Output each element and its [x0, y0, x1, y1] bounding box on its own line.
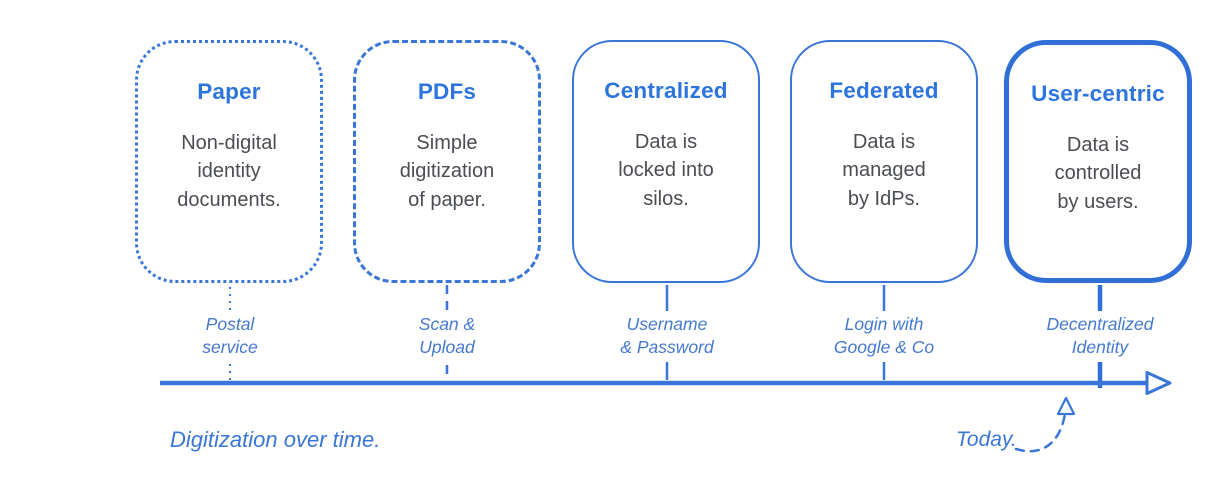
stage-title: Paper	[197, 79, 261, 104]
timeline-arrowhead-icon	[1145, 371, 1172, 395]
stage-connector-label: Decentralized Identity	[1040, 311, 1160, 362]
stage-description: Simple digitization of paper.	[399, 132, 495, 211]
stage-connector-label: Scan & Upload	[412, 311, 482, 362]
stage-box-user-centric: User-centric Data is controlled by users…	[1004, 40, 1192, 283]
stage-box-paper: Paper Non-digital identity documents.	[135, 40, 323, 283]
stage-connector-label: Postal service	[196, 311, 264, 362]
stage-description: Non-digital identity documents.	[177, 132, 281, 211]
today-arrowhead-icon	[1056, 396, 1076, 416]
stage-title: Federated	[829, 78, 939, 103]
timeline-caption: Digitization over time.	[170, 427, 381, 452]
stage-box-federated: Federated Data is managed by IdPs.	[790, 40, 978, 283]
stage-box-centralized: Centralized Data is locked into silos.	[572, 40, 760, 283]
stage-description: Data is controlled by users.	[1054, 134, 1142, 213]
stage-title: Centralized	[604, 78, 728, 103]
stage-box-pdfs: PDFs Simple digitization of paper.	[353, 40, 541, 283]
stage-description: Data is locked into silos.	[618, 131, 714, 210]
stage-description: Data is managed by IdPs.	[842, 131, 926, 210]
stage-connector-label: Username & Password	[614, 311, 720, 362]
today-curved-arrow	[1014, 412, 1067, 453]
today-label: Today.	[956, 428, 1017, 451]
stage-connector-label: Login with Google & Co	[827, 311, 941, 362]
stage-title: User-centric	[1031, 81, 1165, 106]
stage-title: PDFs	[417, 79, 477, 104]
